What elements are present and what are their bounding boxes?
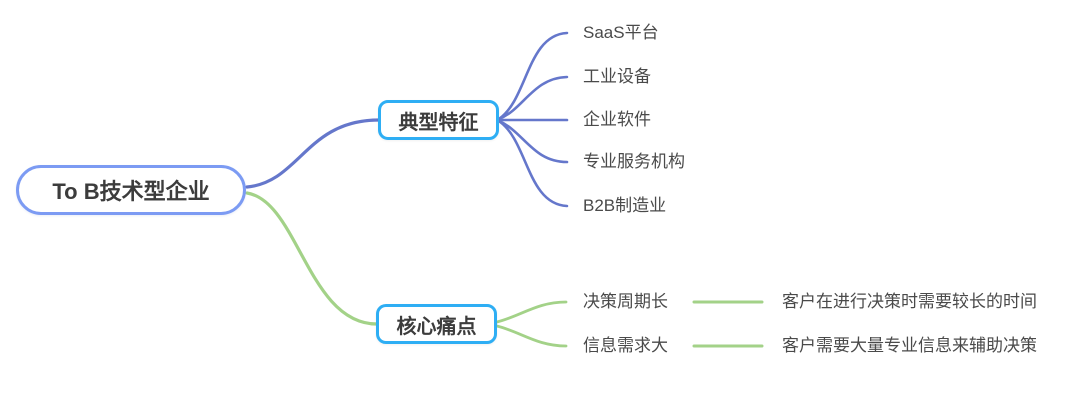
edge-typical-to-industrial — [497, 75, 569, 121]
leaf-professional-services[interactable]: 专业服务机构 — [583, 152, 685, 171]
leaf-saas-platform[interactable]: SaaS平台 — [583, 23, 659, 42]
leaf-b2b-manufacturing[interactable]: B2B制造业 — [583, 196, 667, 215]
root-node-label: To B技术型企业 — [52, 179, 210, 204]
note-info-demand[interactable]: 客户需要大量专业信息来辅助决策 — [782, 336, 1037, 355]
branch-node-typical-features[interactable]: 典型特征 — [378, 100, 499, 140]
leaf-enterprise-software[interactable]: 企业软件 — [583, 110, 651, 129]
leaf-decision-cycle[interactable]: 决策周期长 — [583, 292, 668, 311]
edge-core-to-decision-cycle — [495, 300, 568, 324]
leaf-industrial-equipment[interactable]: 工业设备 — [583, 67, 651, 86]
branch-node-label: 核心痛点 — [396, 315, 477, 338]
branch-node-label: 典型特征 — [398, 111, 479, 134]
edge-typical-to-saas — [497, 31, 569, 121]
edge-typical-to-services — [497, 119, 569, 164]
edge-core-to-info-demand — [495, 324, 568, 348]
branch-node-core-pain-points[interactable]: 核心痛点 — [376, 304, 497, 344]
edge-typical-to-b2b — [497, 119, 569, 208]
leaf-info-demand[interactable]: 信息需求大 — [583, 336, 668, 355]
edge-root-to-core-pain-points — [245, 191, 379, 326]
root-node[interactable]: To B技术型企业 — [16, 165, 246, 215]
edge-root-to-typical-features — [245, 118, 381, 189]
note-decision-cycle[interactable]: 客户在进行决策时需要较长的时间 — [782, 292, 1037, 311]
